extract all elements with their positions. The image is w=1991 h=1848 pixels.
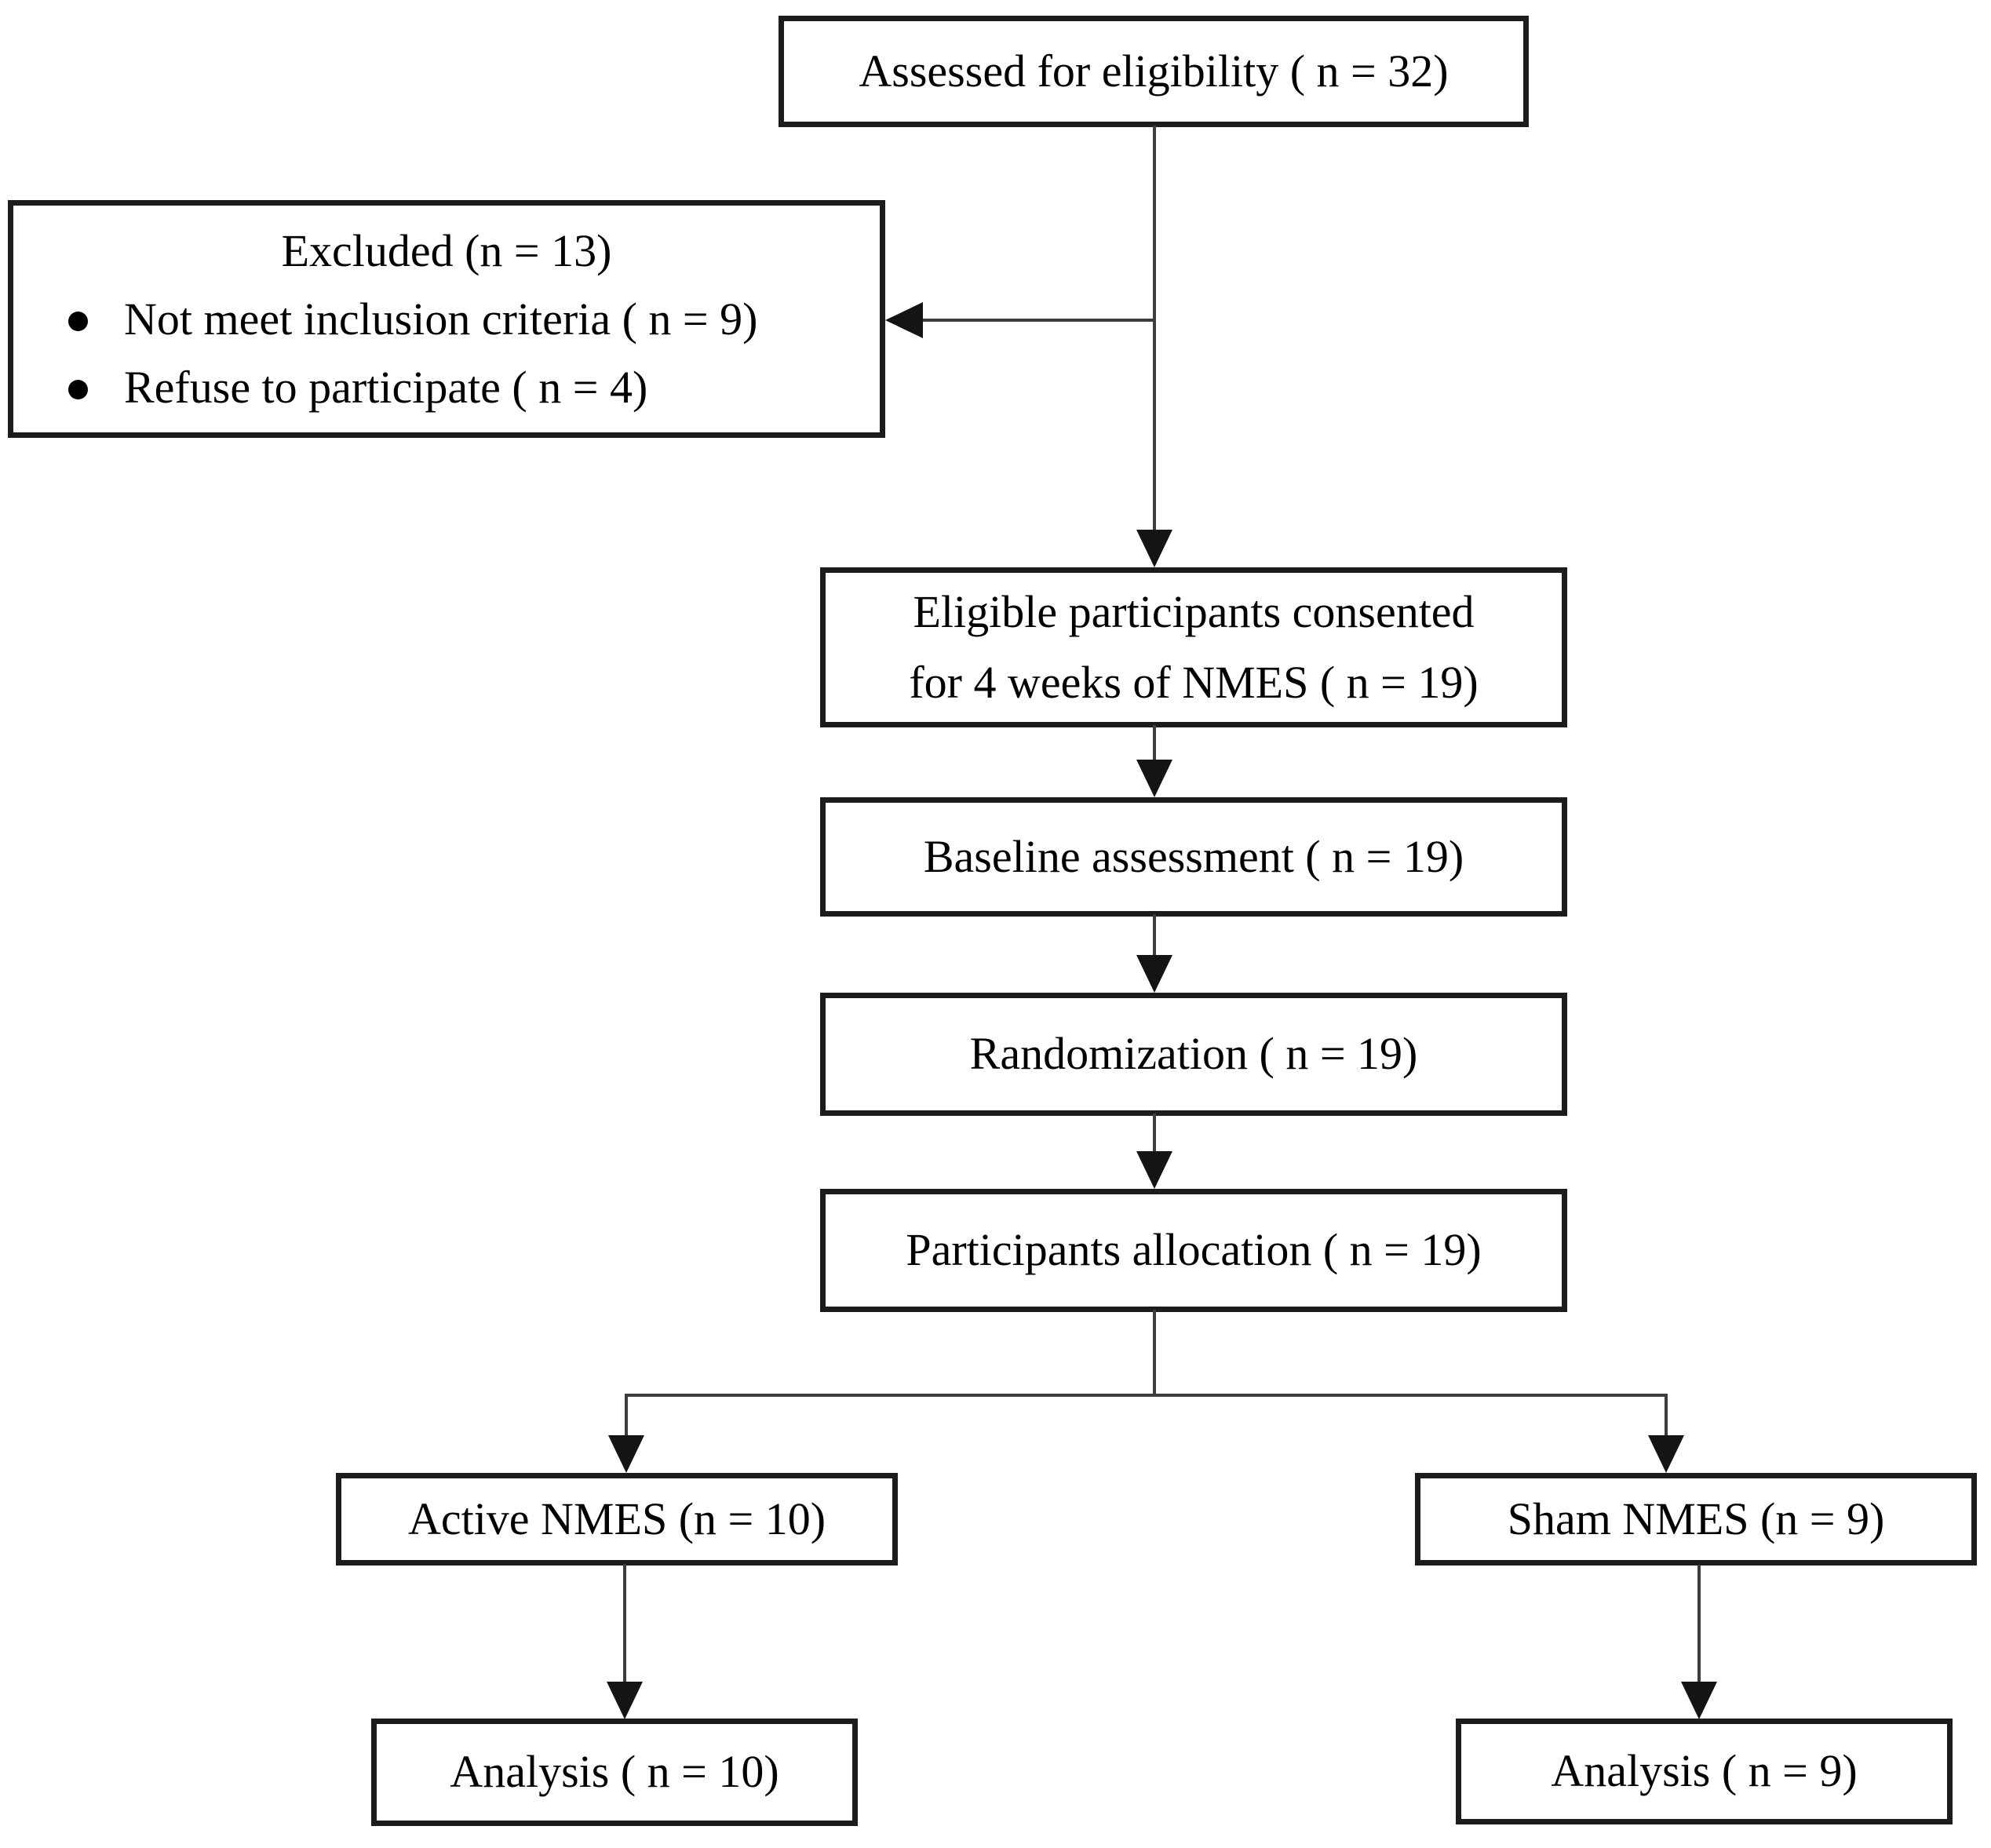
eligible-line-2: for 4 weeks of NMES ( n = 19) <box>909 657 1479 708</box>
arrowhead-down-icon <box>1136 1151 1172 1189</box>
assessed-label: Assessed for eligibility ( n = 32) <box>859 45 1449 97</box>
connector-randomization-to-allocation <box>1153 1114 1156 1156</box>
excluded-title: Excluded (n = 13) <box>281 225 612 276</box>
arrowhead-down-icon <box>1136 760 1172 797</box>
connector-eligible-to-baseline <box>1153 725 1156 764</box>
sham-nmes-box: Sham NMES (n = 9) <box>1415 1473 1977 1566</box>
baseline-label: Baseline assessment ( n = 19) <box>923 830 1464 882</box>
excluded-bullet-item: Refuse to participate ( n = 4) <box>34 353 859 421</box>
branch-horizontal-line <box>626 1394 1668 1397</box>
arrowhead-down-icon <box>1136 955 1172 993</box>
connector-branch-to-active <box>625 1394 628 1438</box>
excluded-box: Excluded (n = 13) Not meet inclusion cri… <box>8 200 885 438</box>
connector-active-to-analysis <box>623 1564 626 1685</box>
active-nmes-label: Active NMES (n = 10) <box>407 1493 826 1544</box>
connector-to-excluded <box>918 319 1156 322</box>
arrowhead-down-icon <box>1681 1682 1717 1719</box>
arrowhead-down-icon <box>608 1435 644 1473</box>
participants-allocation-box: Participants allocation ( n = 19) <box>820 1189 1567 1312</box>
connector-assessed-to-eligible <box>1153 126 1156 535</box>
analysis-active-label: Analysis ( n = 10) <box>450 1746 779 1798</box>
excluded-reason-1: Not meet inclusion criteria ( n = 9) <box>124 293 758 344</box>
randomization-label: Randomization ( n = 19) <box>969 1028 1418 1080</box>
analysis-active-box: Analysis ( n = 10) <box>371 1719 858 1826</box>
connector-branch-to-sham <box>1665 1394 1668 1438</box>
bullet-icon <box>68 312 88 331</box>
assessed-for-eligibility-box: Assessed for eligibility ( n = 32) <box>779 16 1529 127</box>
eligible-consented-box: Eligible participants consented for 4 we… <box>820 567 1567 727</box>
analysis-sham-label: Analysis ( n = 9) <box>1551 1745 1858 1797</box>
active-nmes-box: Active NMES (n = 10) <box>336 1473 898 1566</box>
connector-sham-to-analysis <box>1697 1565 1701 1685</box>
randomization-box: Randomization ( n = 19) <box>820 993 1567 1116</box>
bullet-icon <box>68 380 88 399</box>
baseline-assessment-box: Baseline assessment ( n = 19) <box>820 797 1567 917</box>
allocation-label: Participants allocation ( n = 19) <box>906 1224 1482 1276</box>
connector-baseline-to-randomization <box>1153 914 1156 960</box>
excluded-reason-2: Refuse to participate ( n = 4) <box>124 362 648 413</box>
sham-nmes-label: Sham NMES (n = 9) <box>1507 1493 1885 1544</box>
eligible-line-1: Eligible participants consented <box>913 586 1475 638</box>
connector-allocation-to-branch <box>1153 1310 1156 1397</box>
excluded-bullet-item: Not meet inclusion criteria ( n = 9) <box>34 285 859 353</box>
arrowhead-down-icon <box>1648 1435 1684 1473</box>
arrowhead-down-icon <box>607 1682 643 1719</box>
analysis-sham-box: Analysis ( n = 9) <box>1456 1719 1953 1824</box>
arrowhead-down-icon <box>1136 530 1172 567</box>
arrowhead-left-icon <box>885 302 923 338</box>
